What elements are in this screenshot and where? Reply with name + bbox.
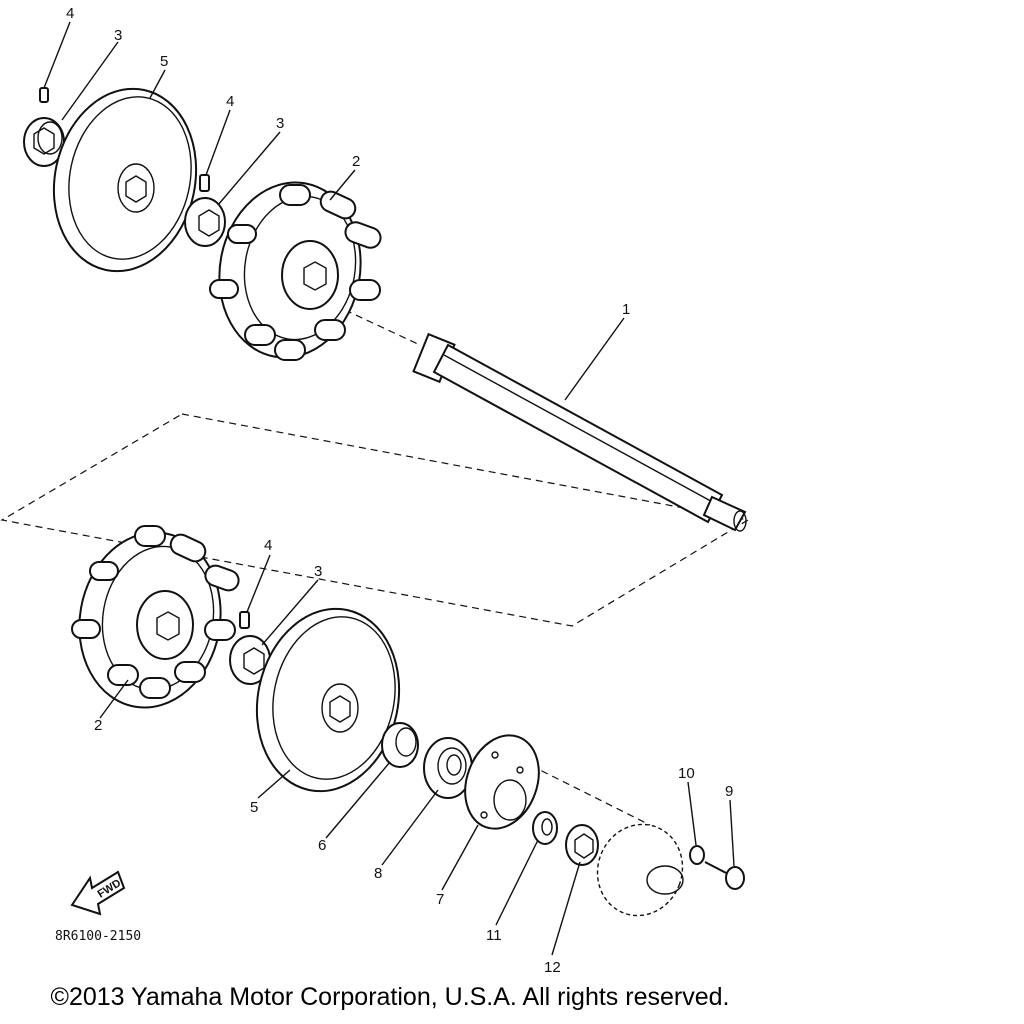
upper-collar-mid (184, 197, 226, 247)
nut (565, 824, 599, 866)
callout-5: 5 (250, 799, 258, 816)
callout-8: 8 (374, 865, 382, 882)
callout-leaders (43, 21, 735, 956)
copyright-notice: ©2013 Yamaha Motor Corporation, U.S.A. A… (50, 983, 730, 1011)
callout-5: 5 (160, 53, 168, 70)
callout-9: 9 (725, 783, 733, 800)
callout-4: 4 (66, 5, 74, 22)
callout-3: 3 (276, 115, 284, 132)
callout-2: 2 (94, 717, 102, 734)
callout-6: 6 (318, 837, 326, 854)
callout-4: 4 (226, 93, 234, 110)
callout-11: 11 (486, 927, 502, 944)
drive-shaft (412, 332, 747, 532)
callout-10: 10 (678, 765, 695, 782)
spacer-collar (381, 722, 419, 768)
fwd-arrow-icon: FWD (70, 870, 126, 916)
callout-7: 7 (436, 891, 444, 908)
callout-1: 1 (622, 301, 630, 318)
diagram-code: 8R6100-2150 (55, 929, 141, 944)
callout-12: 12 (544, 959, 561, 976)
callout-4: 4 (264, 537, 272, 554)
callout-2: 2 (352, 153, 360, 170)
bearing-flange-plate (464, 734, 540, 830)
upper-sprocket (209, 181, 382, 361)
callout-3: 3 (114, 27, 122, 44)
upper-set-screw-left (39, 87, 49, 103)
lower-wheel (255, 607, 401, 793)
assembly-guide-lines (0, 309, 750, 826)
washer (532, 811, 558, 845)
lock-washer (689, 845, 705, 865)
callout-3: 3 (314, 563, 322, 580)
callout-labels: 4 3 5 4 3 2 1 4 3 2 5 6 8 7 11 12 10 9 (66, 5, 733, 976)
lower-set-screw (239, 611, 250, 629)
bearing-housing (596, 823, 684, 917)
bolt (704, 861, 745, 890)
lower-sprocket (71, 525, 240, 709)
upper-set-screw-mid (199, 174, 210, 192)
upper-wheel (52, 87, 198, 273)
